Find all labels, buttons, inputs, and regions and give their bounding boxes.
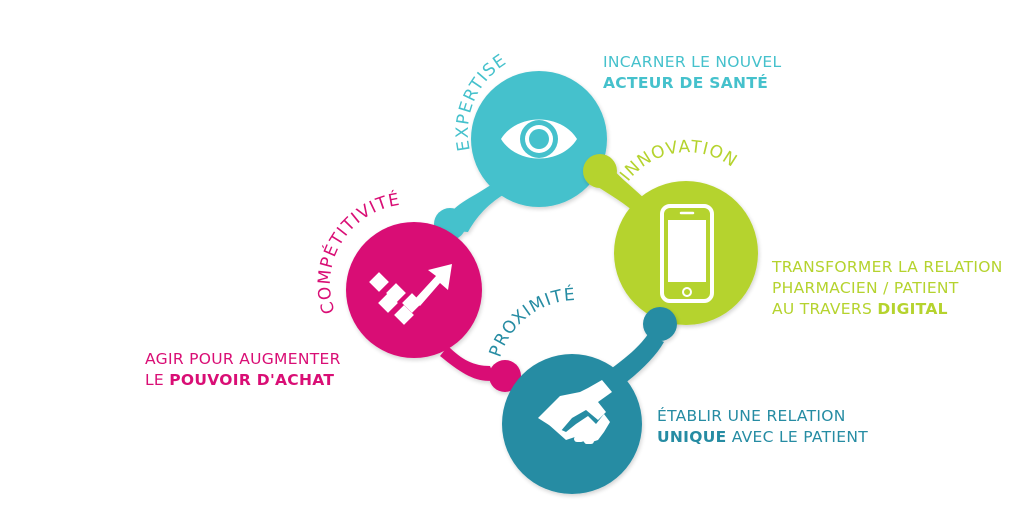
label-innovation: INNOVATION [616,137,741,185]
description-expertise-bold: ACTEUR DE SANTÉ [603,74,769,92]
description-competitivite-line2: LE POUVOIR D'ACHAT [145,370,341,391]
description-proximite-line1: ÉTABLIR UNE RELATION [657,407,846,425]
description-innovation-line3: AU TRAVERS DIGITAL [772,299,1003,320]
description-proximite-line2: UNIQUE AVEC LE PATIENT [657,427,868,448]
description-innovation-line1: TRANSFORMER LA RELATION [772,258,1003,276]
proximite-connector-dot [643,307,677,341]
smartphone-icon [660,204,714,303]
description-competitivite-line1: AGIR POUR AUGMENTER [145,350,341,368]
growth-arrow-icon [369,264,452,325]
eye-icon [501,119,577,159]
description-competitivite-bold: POUVOIR D'ACHAT [169,371,335,389]
description-expertise: INCARNER LE NOUVEL ACTEUR DE SANTÉ [603,52,781,94]
description-competitivite: AGIR POUR AUGMENTER LE POUVOIR D'ACHAT [145,349,341,391]
description-innovation-line3-text: AU TRAVERS [772,300,878,318]
competitivite-connector-dot [489,360,521,392]
innovation-connector [590,160,648,214]
node-competitivite [346,222,521,392]
proximite-connector [612,334,664,384]
description-proximite-bold: UNIQUE [657,428,727,446]
description-innovation-bold: DIGITAL [877,300,948,318]
description-proximite-line2-text: AVEC LE PATIENT [726,428,868,446]
description-expertise-line2: ACTEUR DE SANTÉ [603,73,781,94]
handshake-icon [538,380,612,444]
competitivite-bubble [346,222,482,358]
description-competitivite-line2-text: LE [145,371,170,389]
description-innovation: TRANSFORMER LA RELATION PHARMACIEN / PAT… [772,257,1003,320]
competitivite-connector [440,346,496,381]
description-expertise-line1: INCARNER LE NOUVEL [603,53,782,71]
description-proximite: ÉTABLIR UNE RELATION UNIQUE AVEC LE PATI… [657,406,868,448]
label-proximite: PROXIMITÉ [486,283,577,360]
description-innovation-line2: PHARMACIEN / PATIENT [772,279,959,297]
